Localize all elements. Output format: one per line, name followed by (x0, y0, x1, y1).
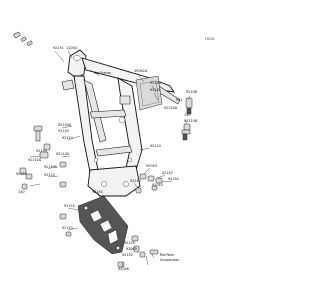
label-92043: 92043 (146, 164, 157, 168)
label-92153-e: 92153 (62, 226, 73, 230)
label-11054: 11054 (66, 46, 77, 50)
label-130: 130 (184, 113, 190, 117)
label-92043-b: 92043 (152, 183, 163, 187)
label-92210a: 92210A (164, 106, 178, 110)
label-92153-f: 92153 (124, 241, 135, 245)
label-92150-d: 92150 (168, 177, 179, 181)
label-92150-c: 92150 (92, 190, 103, 194)
label-92150: 92150 (58, 129, 69, 133)
bushing-part (13, 31, 33, 46)
label-92150a: 92150A (58, 123, 72, 127)
label-92153a: 92153A (44, 165, 58, 169)
callout-labels: 92151 11054 Ref.Frame 39062A 92153 92142… (16, 46, 198, 271)
label-92153-a: 92153 (150, 81, 161, 85)
label-130-b: 130 (18, 190, 24, 194)
label-92152a: 92152A (28, 158, 42, 162)
left-bolts (19, 125, 67, 190)
label-ref-frame: Ref.Frame (94, 71, 111, 75)
label-92153-b: 92153 (36, 149, 47, 153)
label-92151: 92151 (53, 46, 64, 50)
label-92210-c: 92210 (44, 173, 55, 177)
label-92152: 92152 (122, 253, 133, 257)
label-92210b: 92210B (184, 119, 198, 123)
label-ref-rear: Ref.Rear (160, 253, 175, 257)
label-92108: 92108 (186, 90, 197, 94)
skid-plate (77, 195, 129, 255)
frame-exploded-view: F0191 (13, 31, 215, 271)
label-92015: 92015 (126, 247, 137, 251)
label-92210-right: 92210 (150, 144, 161, 148)
diagram-code: F0191 (205, 37, 215, 41)
label-92210-left: 92210 (62, 136, 73, 140)
label-suspension: Suspension (160, 258, 179, 262)
rear-bracket (135, 75, 163, 111)
right-lower-bolts (135, 173, 163, 194)
label-92142-b: 92142 (162, 171, 173, 175)
label-39062a: 39062A (134, 69, 148, 73)
label-92210-d: 92210 (130, 179, 141, 183)
label-92153-c: 92153 (16, 172, 27, 176)
label-92046: 92046 (118, 267, 129, 271)
leader-lines (29, 50, 191, 268)
label-92210a-2: 92210A (56, 152, 70, 156)
lower-right-bolts (59, 213, 159, 268)
label-921: 921 (176, 98, 182, 102)
parts-diagram: F0191 (13, 31, 215, 271)
main-frame (61, 49, 181, 197)
label-92153-d: 92153 (64, 204, 75, 208)
label-92142: 92142 (150, 88, 161, 92)
